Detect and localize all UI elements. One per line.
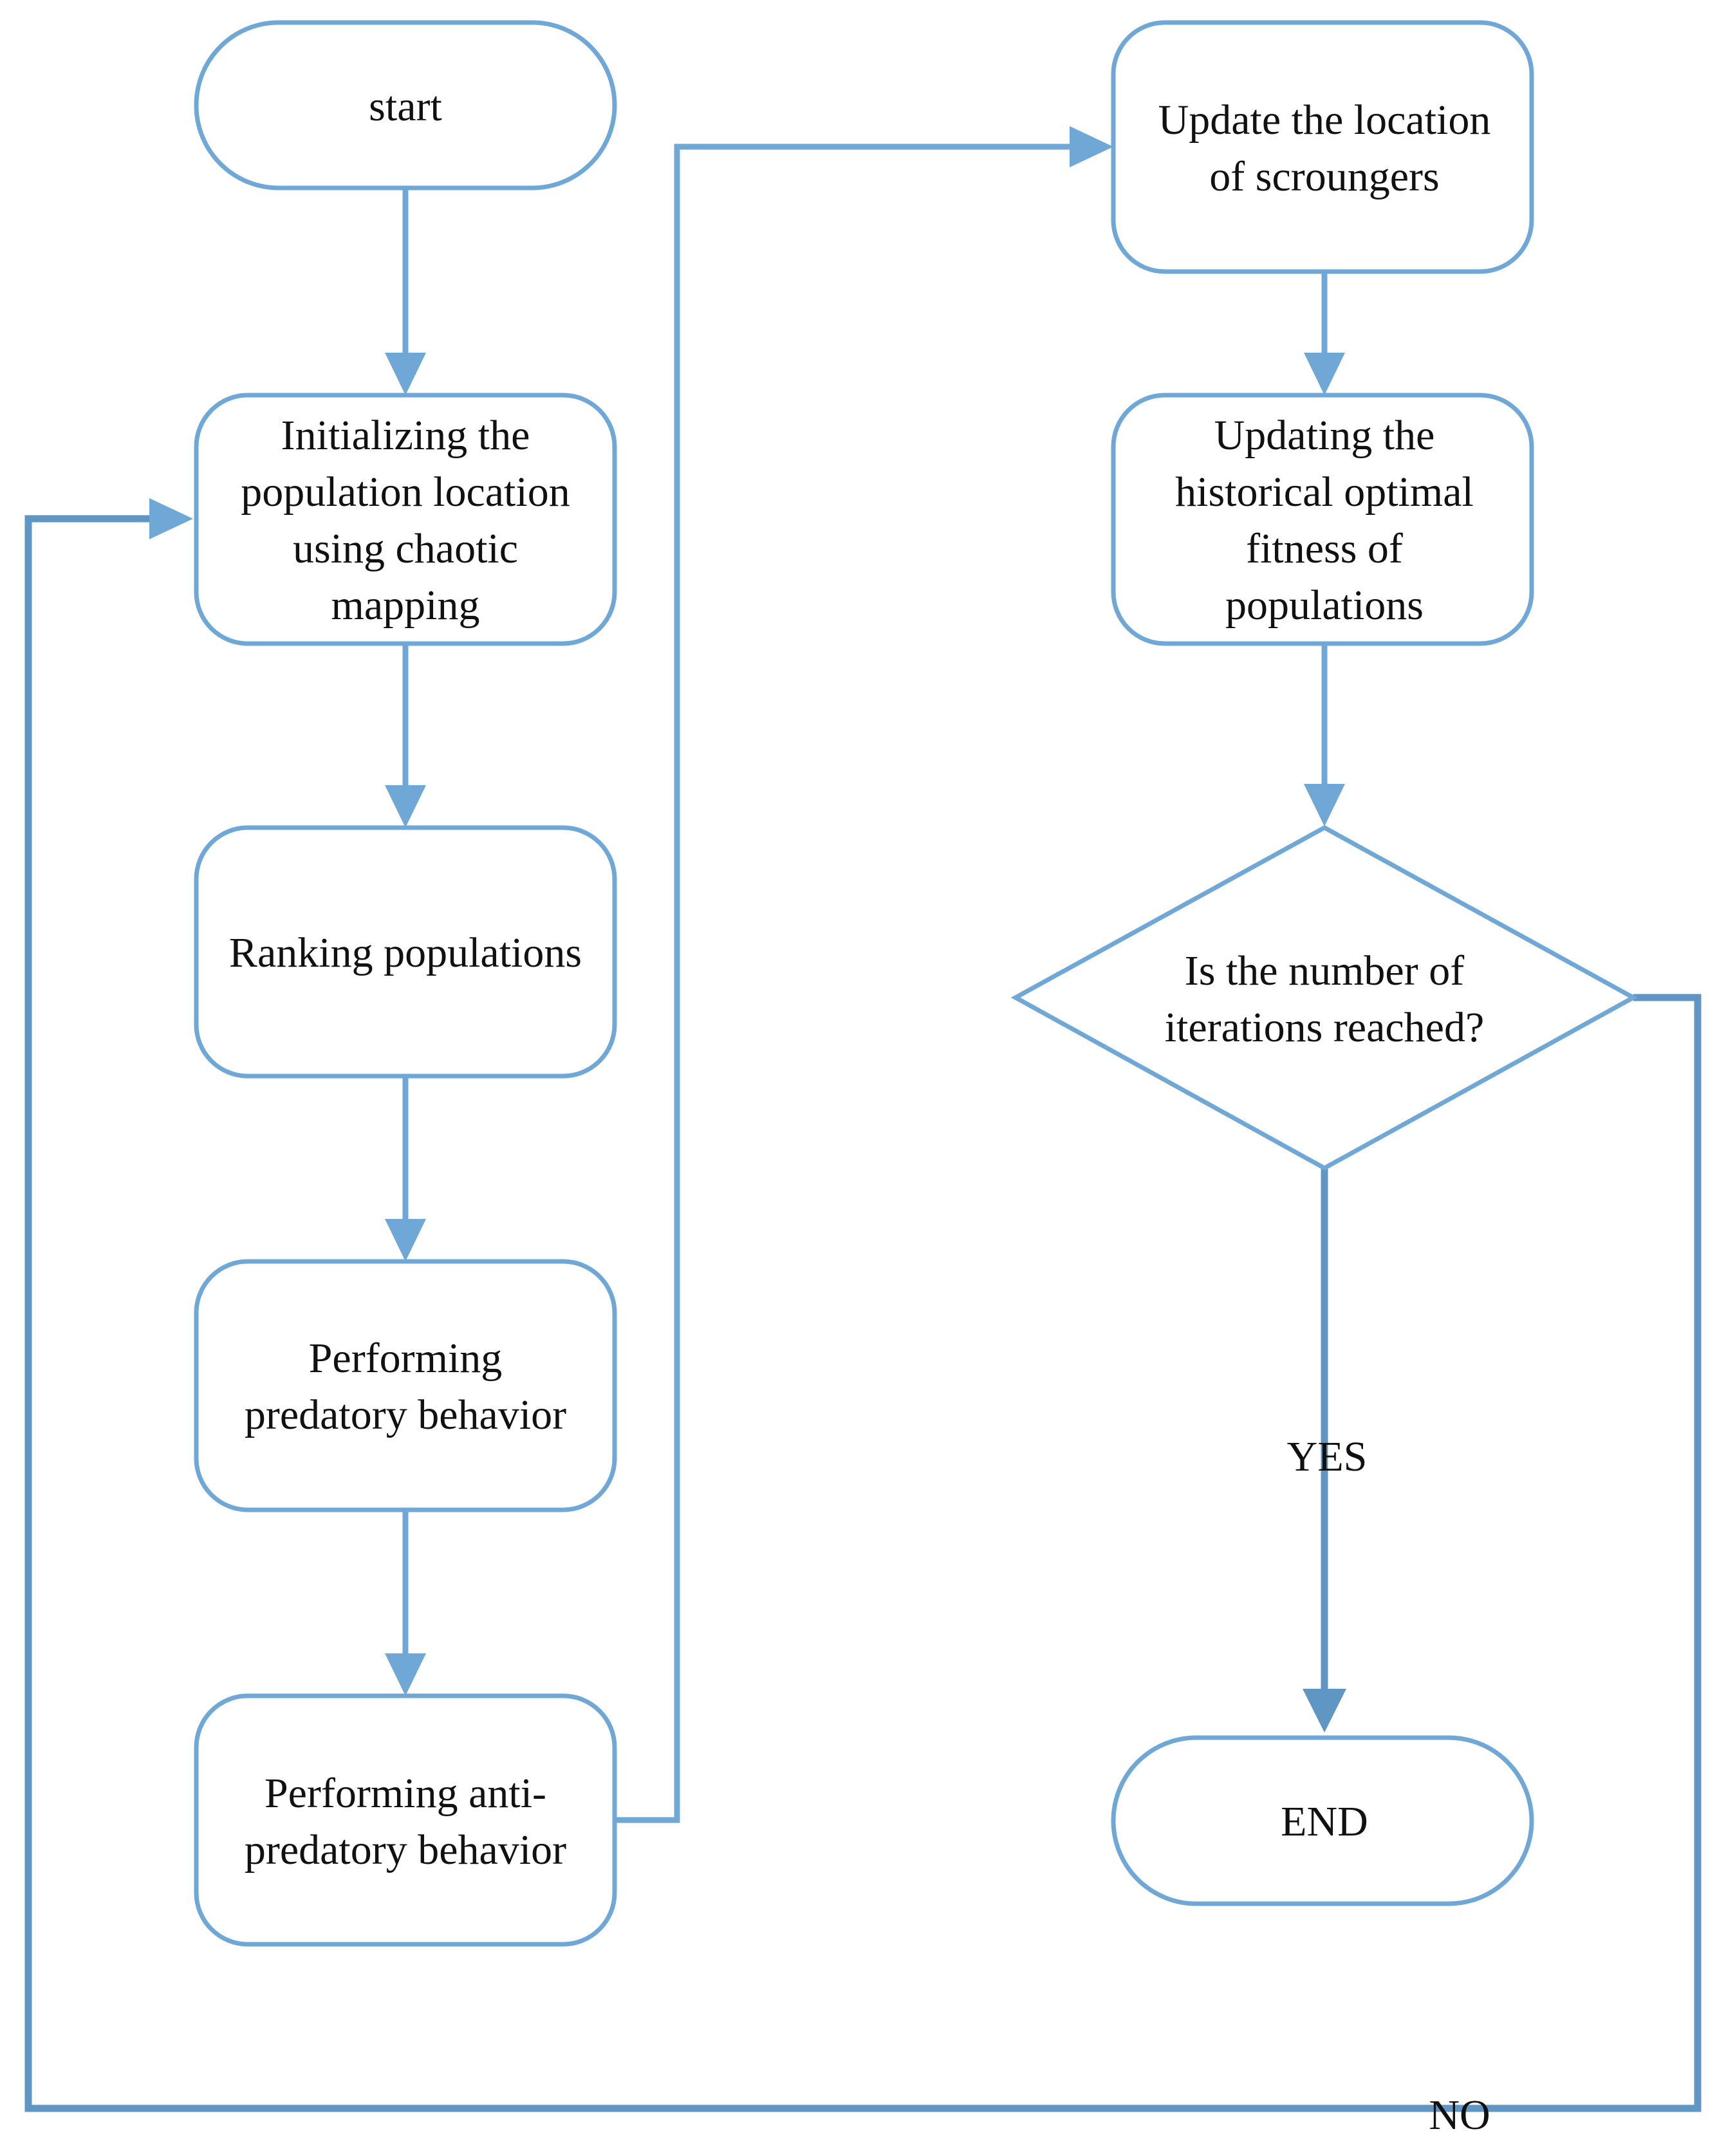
edge-anti-to-scroungers <box>615 144 1081 1823</box>
edge-label-no: NO <box>1429 2092 1490 2139</box>
predatory-process-box <box>194 1259 617 1512</box>
update-fitness-label-line-4: populations <box>1225 582 1424 629</box>
update-fitness-label-line-3: fitness of <box>1246 525 1403 572</box>
update-fitness-label-line-2: historical optimal <box>1175 469 1474 516</box>
end-terminator <box>1111 1735 1534 1906</box>
init-label-line-3: using chaotic <box>293 525 518 572</box>
anti-predatory-process-label: Performing anti-predatory behavior <box>245 1770 566 1873</box>
anti-predatory-label-line-1: Performing anti- <box>265 1770 546 1817</box>
init-label-line-1: Initializing the <box>281 412 530 459</box>
update-scroungers-process-box <box>1111 20 1534 274</box>
arrowhead-end <box>1303 1689 1346 1733</box>
arrowhead-fitness <box>1304 353 1345 395</box>
update-fitness-process-label: Updating the historical optimal fitness of… <box>1175 412 1474 629</box>
init-process-label: Initializing the population location using… <box>241 412 570 629</box>
rank-label-line-1: Ranking populations <box>229 929 582 976</box>
edge-decision-to-init-loop <box>24 515 1702 2112</box>
init-label-line-2: population location <box>241 469 570 516</box>
decision-diamond <box>1010 825 1638 1171</box>
start-terminator <box>194 20 617 191</box>
predatory-process-label: Performing predatory behavior <box>245 1335 566 1438</box>
update-scroungers-label-line-2: of scroungers <box>1209 153 1439 200</box>
arrowhead-predatory <box>385 1219 426 1261</box>
update-fitness-label-line-1: Updating the <box>1214 412 1435 459</box>
predatory-label-line-1: Performing <box>309 1335 503 1382</box>
end-label: END <box>1281 1798 1368 1845</box>
init-process-box <box>194 393 617 646</box>
anti-predatory-label-line-2: predatory behavior <box>245 1826 566 1873</box>
rank-process-label: Ranking populations <box>229 929 582 976</box>
arrowhead-init-loop <box>149 498 193 539</box>
decision-label-line-1: Is the number of <box>1185 947 1464 994</box>
rank-process-box <box>194 825 617 1079</box>
predatory-label-line-2: predatory behavior <box>245 1391 566 1438</box>
arrowhead-scroungers <box>1070 126 1113 167</box>
update-scroungers-process-label: Update the location of scroungers <box>1158 97 1491 200</box>
update-fitness-process-box <box>1111 393 1534 646</box>
arrowhead-rank <box>385 785 426 828</box>
decision-label-line-2: iterations reached? <box>1165 1004 1485 1051</box>
arrowhead-anti <box>385 1653 426 1696</box>
arrowhead-init <box>385 353 426 395</box>
edge-label-yes: YES <box>1287 1433 1368 1480</box>
start-label: start <box>369 83 442 130</box>
decision-label: Is the number of iterations reached? <box>1165 947 1485 1051</box>
update-scroungers-label-line-1: Update the location <box>1158 97 1491 144</box>
start-label-line-1: start <box>369 83 442 130</box>
arrowhead-decision <box>1304 784 1345 826</box>
anti-predatory-process-box <box>194 1693 617 1947</box>
end-label-line-1: END <box>1281 1798 1368 1845</box>
init-label-line-4: mapping <box>331 582 480 629</box>
